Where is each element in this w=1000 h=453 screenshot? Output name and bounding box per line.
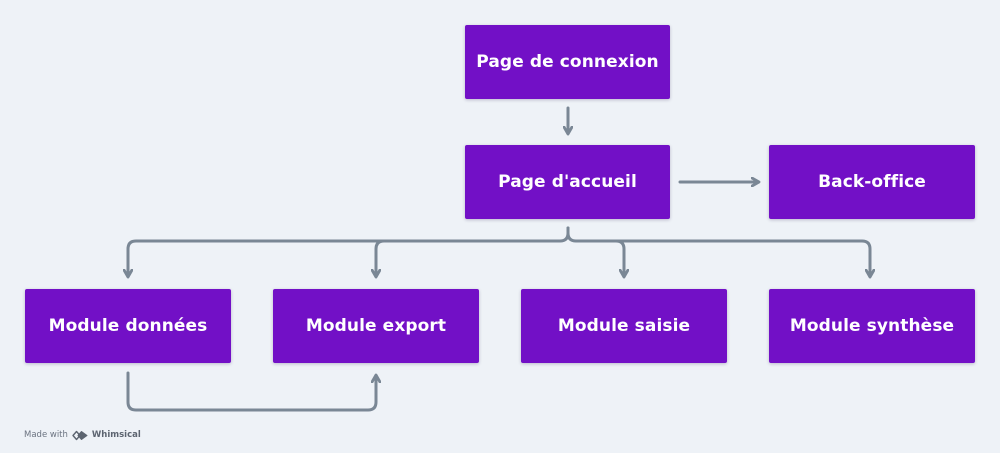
node-module-export[interactable]: Module export	[273, 289, 479, 363]
edge-home-data	[128, 226, 570, 276]
watermark-prefix: Made with	[24, 430, 68, 440]
watermark-brand: Whimsical	[91, 430, 141, 440]
edge-home-summary	[566, 226, 870, 276]
node-back-office[interactable]: Back-office	[769, 145, 975, 219]
edge-data-export	[126, 371, 376, 412]
node-page-de-connexion[interactable]: Page de connexion	[465, 25, 670, 99]
node-module-synthese[interactable]: Module synthèse	[769, 289, 975, 363]
node-page-d-accueil[interactable]: Page d'accueil	[465, 145, 670, 219]
edge-home-export	[376, 239, 386, 276]
whimsical-logo-icon	[72, 430, 88, 441]
node-module-saisie[interactable]: Module saisie	[521, 289, 727, 363]
edge-home-input	[614, 239, 624, 276]
made-with-whimsical-watermark[interactable]: Made with Whimsical	[24, 428, 141, 442]
node-module-donnees[interactable]: Module données	[25, 289, 231, 363]
